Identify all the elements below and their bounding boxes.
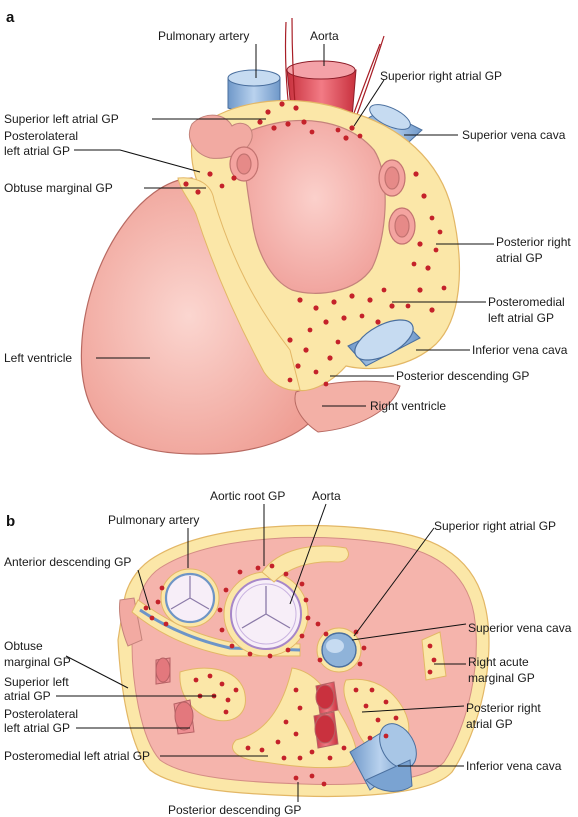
label-posterior-right-line2-a: atrial GP [496,251,543,265]
label-superior-left-line1-b: Superior left [4,675,69,689]
label-right-acute-line2: marginal GP [468,671,535,685]
inferior-vena-cava-a [347,319,421,367]
superior-vena-cava-b [316,627,362,673]
panel-a-letter: a [6,9,15,26]
left-atrial-appendage [188,114,253,159]
label-posterior-right-line1-a: Posterior right [496,235,571,249]
label-posterior-descending-gp-a: Posterior descending GP [396,369,529,383]
leader-lines-b [56,503,467,802]
label-posterolateral-line1-b: Posterolateral [4,707,78,721]
panel-b-letter: b [6,513,15,530]
leader-lines-a [74,44,494,407]
inferior-vena-cava-b [349,723,417,792]
label-left-ventricle: Left ventricle [4,351,72,365]
pulmonary-vein-openings-b [155,657,339,749]
ganglia-dots-b [143,563,437,787]
label-posteromedial-line1-a: Posteromedial [488,295,565,309]
label-inferior-vena-cava-a: Inferior vena cava [472,343,568,357]
label-posterolateral-line2-a: left atrial GP [4,144,70,158]
label-right-acute-line1: Right acute [468,655,529,669]
labels-a: Pulmonary artery Aorta Superior right at… [4,29,571,413]
anterior-coronary-vessel [139,608,301,652]
pulmonary-vein-openings-a [229,146,416,245]
label-inferior-vena-cava-b: Inferior vena cava [466,759,562,773]
right-ventricle [294,380,401,433]
aortic-root-fat-strip [261,545,349,583]
label-superior-left-line2-b: atrial GP [4,689,51,703]
label-obtuse-line2-b: marginal GP [4,655,71,669]
label-superior-vena-cava-b: Superior vena cava [468,621,572,635]
label-anterior-descending-gp: Anterior descending GP [4,555,131,569]
label-posterior-descending-gp-b: Posterior descending GP [168,803,301,817]
label-posteromedial-left-atrial-gp-b: Posteromedial left atrial GP [4,749,150,763]
aortic-valve [223,571,309,657]
label-posterior-right-line1-b: Posterior right [466,701,541,715]
label-aorta-b: Aorta [312,489,341,503]
label-aortic-root-gp: Aortic root GP [210,489,285,503]
label-posteromedial-line2-a: left atrial GP [488,311,554,325]
label-obtuse-line1-b: Obtuse [4,639,43,653]
label-superior-left-atrial-gp-a: Superior left atrial GP [4,112,119,126]
label-pulmonary-artery-b: Pulmonary artery [108,513,199,527]
left-atrium [244,119,386,294]
label-superior-right-atrial-gp-b: Superior right atrial GP [434,519,556,533]
left-atrial-appendage-b [119,597,143,647]
label-right-ventricle: Right ventricle [370,399,446,413]
pulmonary-valve [160,568,220,628]
label-posterior-right-line2-b: atrial GP [466,717,513,731]
label-superior-right-atrial-gp-a: Superior right atrial GP [380,69,502,83]
ganglia-dots-a [183,101,447,387]
label-posterolateral-line2-b: left atrial GP [4,721,70,735]
label-pulmonary-artery-a: Pulmonary artery [158,29,249,43]
label-superior-vena-cava-a: Superior vena cava [462,128,566,142]
label-obtuse-marginal-gp-a: Obtuse marginal GP [4,181,113,195]
panel-b: b [4,489,572,817]
obtuse-marginal-fat-strip [177,177,301,391]
label-posterolateral-line1-a: Posterolateral [4,129,78,143]
labels-b: Aortic root GP Aorta Pulmonary artery Su… [4,489,572,817]
right-acute-marginal-fat [421,631,447,681]
panel-a: a [4,9,571,455]
label-aorta-a: Aorta [310,29,339,43]
